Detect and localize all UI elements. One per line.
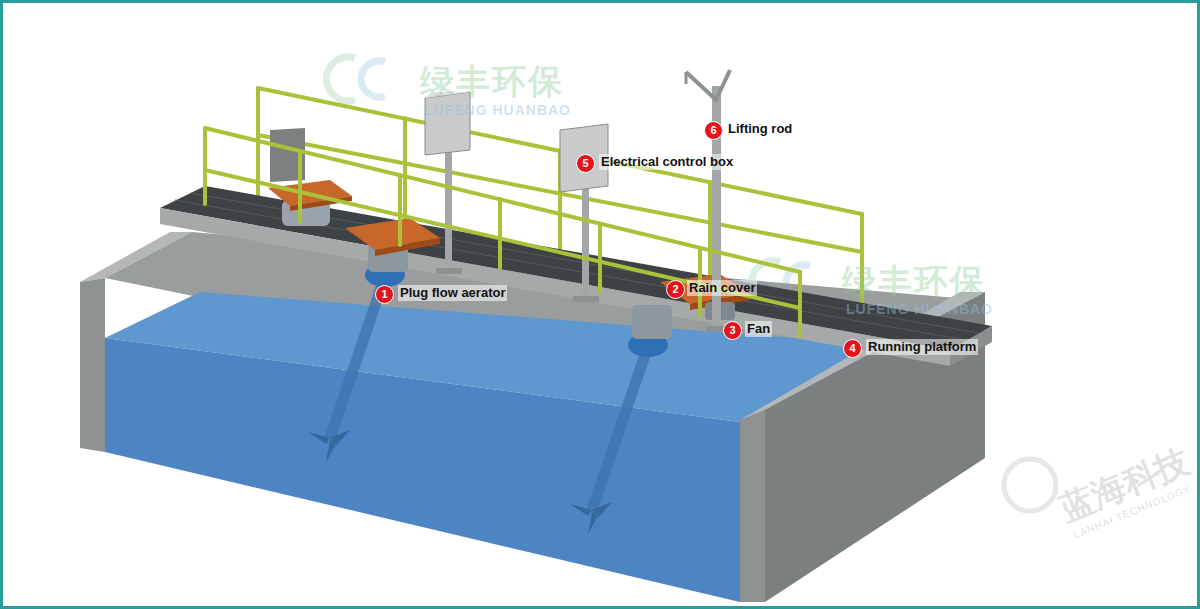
watermark: 绿丰环保 [842, 262, 986, 300]
callout-number: 1 [375, 285, 394, 304]
callout-number: 3 [723, 321, 742, 340]
watermark: 绿丰环保 [420, 62, 564, 100]
part-name: Electrical control box [599, 154, 735, 170]
part-name: Rain cover [687, 280, 757, 296]
callout-number: 5 [576, 154, 595, 173]
callout-number: 6 [704, 121, 723, 140]
callout-number: 2 [666, 280, 685, 299]
watermark: LUFENG HUANBAO [424, 102, 571, 118]
watermark: LUFENG HUANBAO [846, 301, 993, 317]
part-name: Lifting rod [726, 121, 794, 137]
callout-number: 4 [843, 339, 862, 358]
part-name: Fan [745, 321, 772, 337]
part-name: Running platform [866, 339, 978, 355]
part-name: Plug flow aerator [398, 285, 507, 301]
